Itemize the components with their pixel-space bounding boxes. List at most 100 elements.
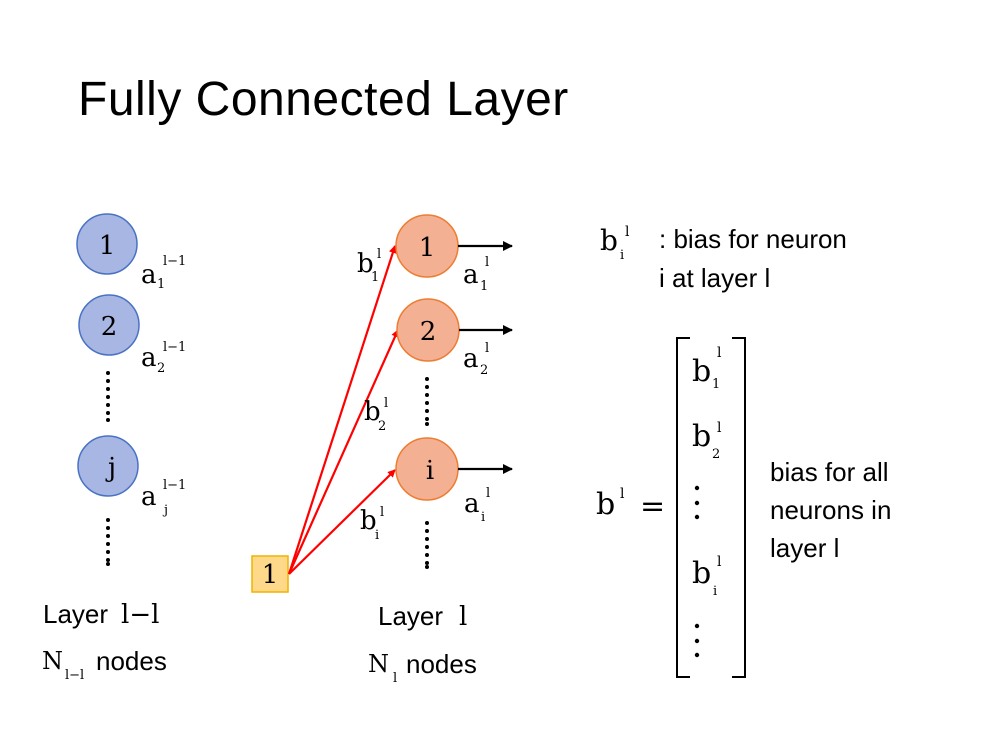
vector-vdots-2: [694, 623, 700, 658]
svg-text:1: 1: [712, 377, 720, 392]
svg-text:i: i: [426, 456, 434, 486]
svg-text:j: j: [162, 503, 168, 518]
prev-layer-activation-1: a 1 l−1: [141, 254, 186, 292]
bias-arrow-i: [288, 469, 396, 575]
vector-entry-1: b 1 l: [692, 345, 722, 392]
svg-text:a: a: [141, 343, 157, 373]
svg-text:i: i: [620, 248, 624, 263]
svg-text:i: i: [375, 528, 379, 543]
prev-layer-activation-j: a j l−1: [141, 478, 186, 518]
prev-layer-nodes-count: N l−l nodes: [42, 646, 167, 683]
node-label: 2: [101, 312, 118, 342]
prev-layer-node-j: j: [77, 435, 139, 497]
vector-vdots-1: [694, 485, 700, 520]
svg-text:a: a: [464, 489, 480, 519]
layer-node-2: 2: [396, 298, 460, 362]
svg-text:l: l: [485, 255, 489, 270]
vector-description-line-1: bias for all: [770, 457, 889, 487]
svg-text:l−l: l−l: [65, 668, 84, 683]
svg-text:b: b: [357, 249, 374, 279]
svg-text:=: =: [640, 489, 665, 524]
matrix-brackets: [676, 337, 746, 678]
svg-text:l: l: [625, 224, 630, 240]
svg-text:l: l: [393, 671, 397, 686]
svg-text:nodes: nodes: [96, 646, 167, 676]
svg-text:l: l: [717, 345, 722, 361]
prev-layer-node-2: 2: [78, 294, 140, 356]
prev-layer-node-1: 1: [76, 213, 138, 275]
svg-text:1: 1: [419, 233, 436, 263]
svg-text:2: 2: [378, 419, 386, 434]
layer-ellipsis-1: [425, 377, 429, 426]
svg-text:l−1: l−1: [163, 478, 186, 493]
vector-entry-i: b i l: [692, 554, 722, 599]
svg-text:2: 2: [420, 317, 437, 347]
svg-text:2: 2: [157, 361, 165, 376]
svg-text:l−l: l−l: [121, 600, 159, 630]
bias-label-i: b i l: [360, 505, 384, 543]
svg-text:b: b: [364, 397, 381, 427]
svg-text:1: 1: [480, 279, 488, 294]
svg-text:l: l: [380, 505, 384, 520]
layer-ellipsis-2: [425, 521, 429, 569]
svg-text:l: l: [459, 602, 467, 632]
prev-layer-ellipsis-2: [106, 518, 110, 566]
svg-text:b: b: [692, 354, 711, 389]
svg-text:l: l: [717, 420, 722, 436]
vector-description-line-3: layer l: [770, 533, 839, 563]
layer-node-i: i: [395, 437, 459, 501]
svg-text:Layer: Layer: [43, 599, 108, 629]
bias-arrow-1: [287, 245, 397, 575]
svg-text:l: l: [384, 396, 388, 411]
svg-text:a: a: [141, 260, 157, 290]
layer-activation-i: a i l: [464, 486, 490, 525]
svg-text:l: l: [620, 486, 625, 502]
svg-text:b: b: [600, 224, 618, 257]
svg-text:Layer: Layer: [378, 601, 443, 631]
svg-text:i: i: [481, 510, 485, 525]
svg-text:2: 2: [480, 363, 488, 378]
svg-text:1: 1: [262, 560, 279, 590]
vector-description-line-2: neurons in: [770, 495, 891, 525]
prev-layer-ellipsis-1: [106, 371, 110, 422]
svg-text:nodes: nodes: [406, 649, 477, 679]
svg-text:N: N: [42, 647, 63, 675]
layer-node-1: 1: [395, 214, 459, 278]
bias-arrow-2: [287, 329, 400, 575]
svg-text:1: 1: [157, 277, 165, 292]
layer-activation-1: a 1 l: [463, 255, 489, 294]
bias-vector-lhs: b l =: [596, 486, 665, 524]
svg-text:l: l: [717, 554, 722, 570]
bias-definition-line-2: i at layer l: [659, 263, 770, 293]
svg-text:b: b: [692, 556, 711, 591]
vector-entry-2: b 2 l: [692, 419, 722, 462]
svg-text:i: i: [713, 584, 717, 599]
layer-activation-2: a 2 l: [463, 341, 489, 378]
bias-definition-symbol: b i l: [600, 224, 630, 263]
svg-text:l: l: [486, 486, 490, 501]
svg-text:l−1: l−1: [163, 340, 186, 355]
bias-label-1: b 1 l: [357, 247, 381, 285]
slide-title: Fully Connected Layer: [78, 73, 569, 126]
prev-layer-label: Layer l−l: [43, 599, 159, 630]
svg-text:b: b: [360, 506, 377, 536]
svg-text:2: 2: [712, 447, 720, 462]
svg-text:a: a: [141, 482, 157, 512]
node-label: j: [105, 453, 116, 483]
svg-text:l: l: [377, 247, 381, 262]
svg-text:b: b: [596, 487, 615, 522]
svg-text:l−1: l−1: [163, 254, 186, 269]
node-label: 1: [99, 231, 116, 261]
svg-text:b: b: [692, 419, 711, 454]
svg-text:N: N: [368, 650, 389, 678]
svg-text:1: 1: [371, 270, 379, 285]
layer-label: Layer l: [378, 601, 467, 632]
prev-layer-activation-2: a 2 l−1: [141, 340, 186, 376]
bias-label-2: b 2 l: [364, 396, 388, 434]
svg-text:a: a: [463, 344, 479, 374]
svg-text:l: l: [485, 341, 489, 356]
layer-nodes-count: N l nodes: [368, 649, 477, 686]
bias-input-box: 1: [251, 555, 289, 593]
svg-text:a: a: [463, 260, 479, 290]
